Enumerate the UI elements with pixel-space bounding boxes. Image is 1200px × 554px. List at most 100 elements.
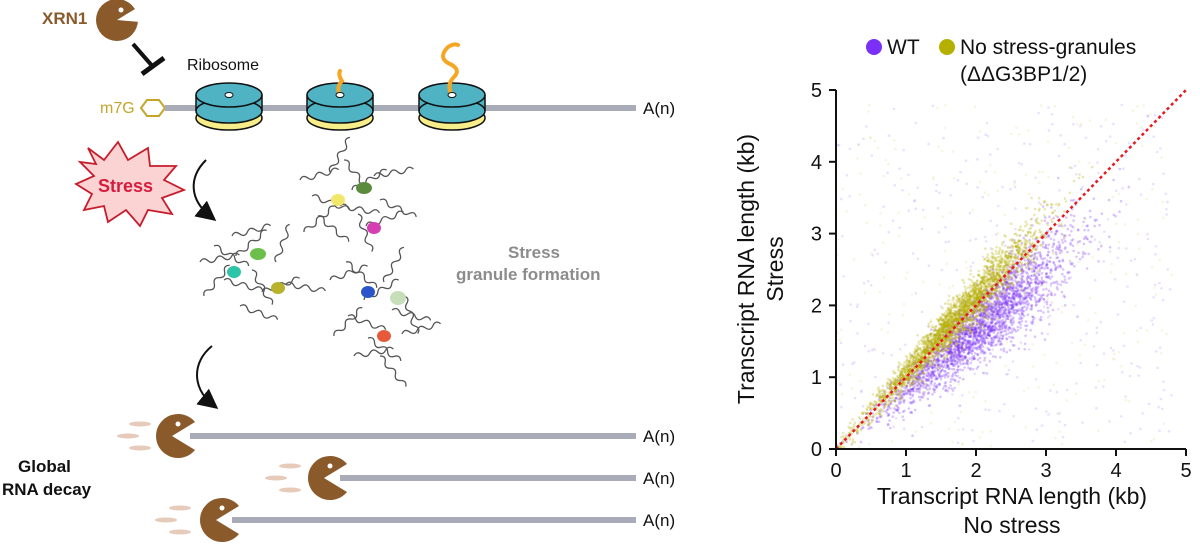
wt-point	[1014, 286, 1017, 289]
wt-point	[927, 373, 931, 377]
no-sg-point	[1029, 226, 1033, 230]
wt-point	[1154, 245, 1158, 248]
wt-point	[1014, 294, 1018, 298]
wt-point	[936, 364, 939, 367]
wt-point	[956, 345, 960, 348]
wt-point	[1084, 252, 1087, 255]
wt-point	[984, 328, 988, 332]
no-sg-point	[1007, 281, 1011, 285]
wt-point	[930, 328, 933, 332]
wt-point	[981, 337, 985, 340]
wt-point	[1023, 342, 1027, 346]
wt-point	[1122, 344, 1126, 348]
wt-point	[951, 363, 955, 367]
wt-point	[971, 341, 975, 344]
wt-point	[1056, 176, 1060, 180]
wt-point	[1076, 228, 1080, 231]
wt-point	[944, 384, 948, 388]
wt-point	[1166, 268, 1170, 271]
wt-point	[1112, 213, 1116, 217]
wt-point	[927, 360, 930, 363]
polya-label-top: A(n)	[643, 99, 675, 118]
no-sg-point	[1038, 207, 1041, 211]
wt-point	[969, 361, 973, 365]
wt-point	[915, 387, 918, 391]
wt-point	[875, 419, 878, 423]
no-sg-point	[896, 393, 900, 397]
wt-point	[1059, 264, 1062, 268]
wt-point	[841, 363, 845, 366]
wt-point	[912, 387, 915, 391]
no-sg-point	[1029, 231, 1033, 235]
wt-point	[992, 336, 996, 339]
wt-point	[938, 358, 941, 362]
wt-point	[1037, 264, 1040, 268]
wt-point	[1007, 306, 1010, 310]
wt-point	[1063, 247, 1067, 251]
wt-point	[989, 292, 993, 295]
wt-point	[1036, 271, 1039, 274]
wt-point	[962, 325, 965, 329]
wt-point	[943, 373, 947, 377]
wt-point	[994, 302, 997, 306]
wt-point	[915, 390, 918, 393]
wt-point	[1014, 330, 1018, 333]
no-sg-point	[917, 340, 921, 343]
wt-point	[988, 323, 991, 327]
wt-point	[990, 322, 993, 325]
wt-point	[1010, 336, 1014, 339]
wt-point	[998, 315, 1001, 319]
no-sg-point	[927, 325, 931, 328]
wt-point	[974, 332, 977, 336]
wt-point	[938, 382, 941, 385]
decay-label-line1: Global	[18, 457, 71, 476]
wt-point	[1035, 256, 1038, 259]
wt-point	[984, 316, 988, 319]
wt-point	[967, 345, 970, 349]
wt-point	[954, 371, 957, 375]
no-sg-point	[992, 275, 995, 279]
wt-point	[993, 322, 997, 326]
wt-point	[939, 375, 942, 379]
wt-point	[978, 361, 982, 364]
wt-point	[979, 339, 982, 342]
wt-point	[1037, 282, 1040, 286]
wt-point	[921, 382, 925, 385]
wt-point	[1030, 263, 1033, 267]
no-sg-point	[982, 302, 985, 306]
wt-point	[991, 313, 994, 317]
wt-point	[957, 350, 961, 354]
wt-point	[892, 107, 896, 111]
wt-point	[909, 383, 913, 386]
wt-point	[1020, 306, 1024, 310]
wt-point	[1056, 247, 1060, 250]
wt-point	[1049, 277, 1052, 280]
wt-point	[1021, 275, 1024, 279]
wt-point	[929, 375, 933, 379]
wt-point	[958, 341, 962, 345]
wt-point	[1168, 288, 1172, 291]
wt-point	[898, 167, 901, 170]
wt-point	[1019, 326, 1022, 330]
wt-point	[979, 318, 982, 321]
wt-point	[971, 329, 975, 332]
wt-point	[1008, 326, 1011, 329]
no-sg-point	[906, 356, 909, 359]
wt-point	[1010, 282, 1013, 285]
wt-point	[936, 352, 940, 355]
wt-point	[968, 328, 971, 331]
wt-point	[1108, 135, 1112, 138]
wt-point	[884, 410, 887, 413]
wt-point	[1001, 297, 1004, 301]
wt-point	[940, 354, 943, 357]
wt-point	[1012, 327, 1016, 331]
wt-point	[1085, 332, 1088, 336]
wt-point	[1068, 233, 1071, 237]
no-sg-point	[1011, 260, 1015, 264]
wt-point	[1006, 317, 1010, 321]
wt-point	[976, 358, 980, 362]
wt-point	[980, 342, 983, 346]
wt-point	[985, 289, 988, 292]
wt-point	[953, 359, 956, 363]
